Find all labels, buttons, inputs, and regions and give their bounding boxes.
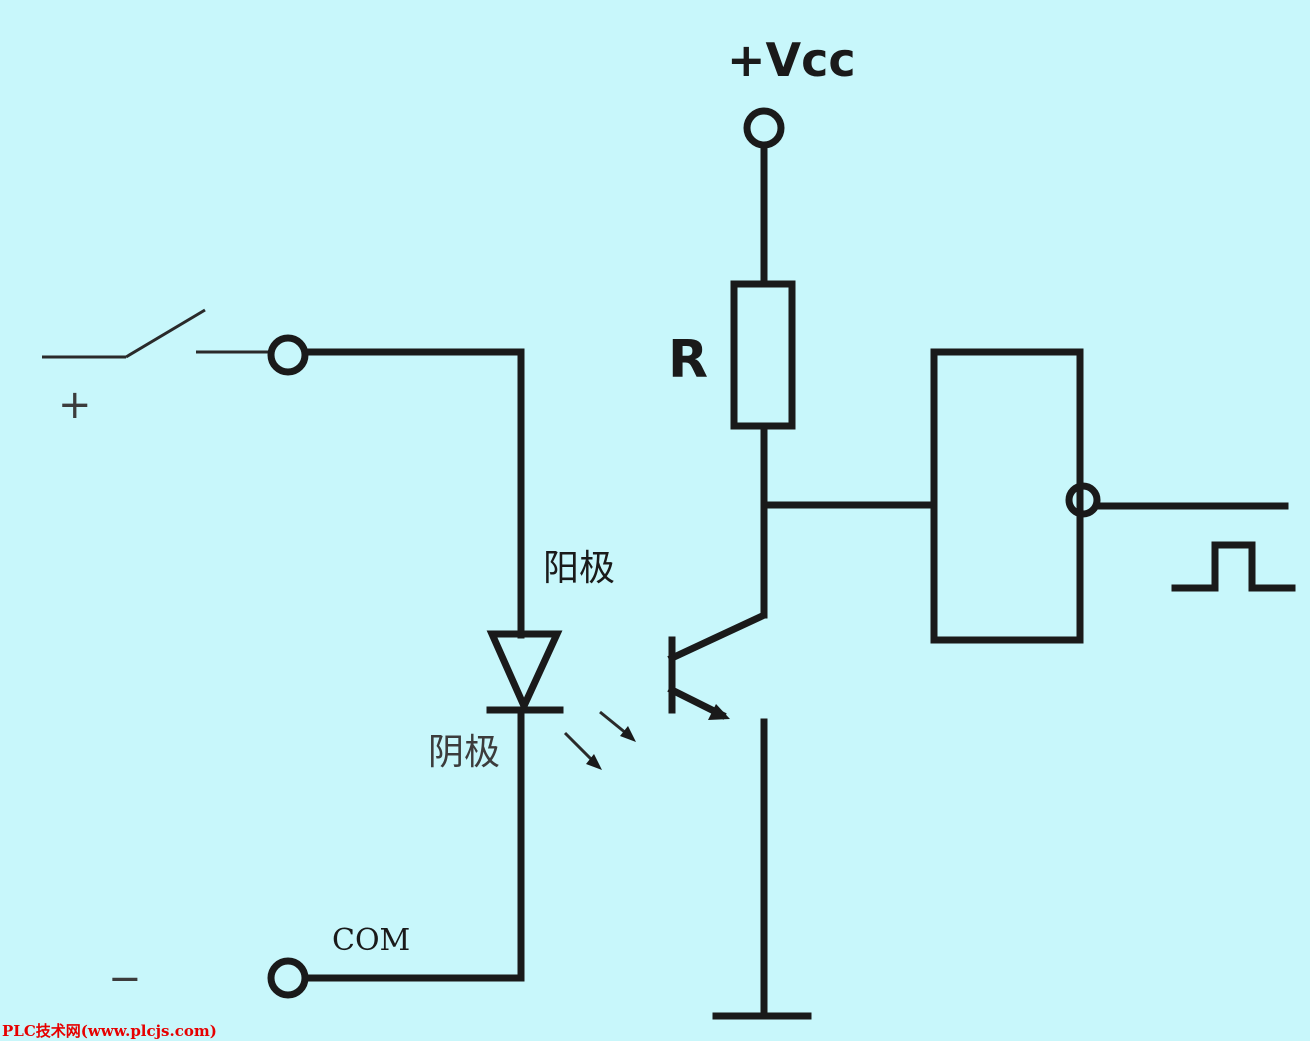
led-diode [486, 630, 564, 715]
cathode-label: 阴极 [428, 732, 500, 773]
anode-wire [301, 348, 525, 639]
resistor-label: R [668, 330, 708, 390]
inverter-gate [930, 348, 1084, 644]
resistor [730, 280, 796, 430]
anode-label: 阳极 [543, 548, 615, 589]
vcc-terminal[interactable] [743, 107, 785, 149]
plus-label: + [58, 382, 92, 428]
com-terminal[interactable] [267, 957, 309, 999]
com-label: COM [332, 923, 410, 958]
watermark-text: PLC技术网(www.plcjs.com) [2, 1022, 217, 1040]
phototransistor [667, 612, 765, 720]
vcc-label: +Vcc [727, 33, 856, 87]
output-pulse-waveform [1171, 541, 1296, 592]
input-plus-terminal[interactable] [267, 334, 309, 376]
input-switch [42, 308, 270, 359]
cathode-wire [301, 706, 525, 982]
minus-label: − [108, 956, 142, 1002]
light-arrows [563, 710, 636, 770]
inverter-bubble [1065, 482, 1101, 518]
